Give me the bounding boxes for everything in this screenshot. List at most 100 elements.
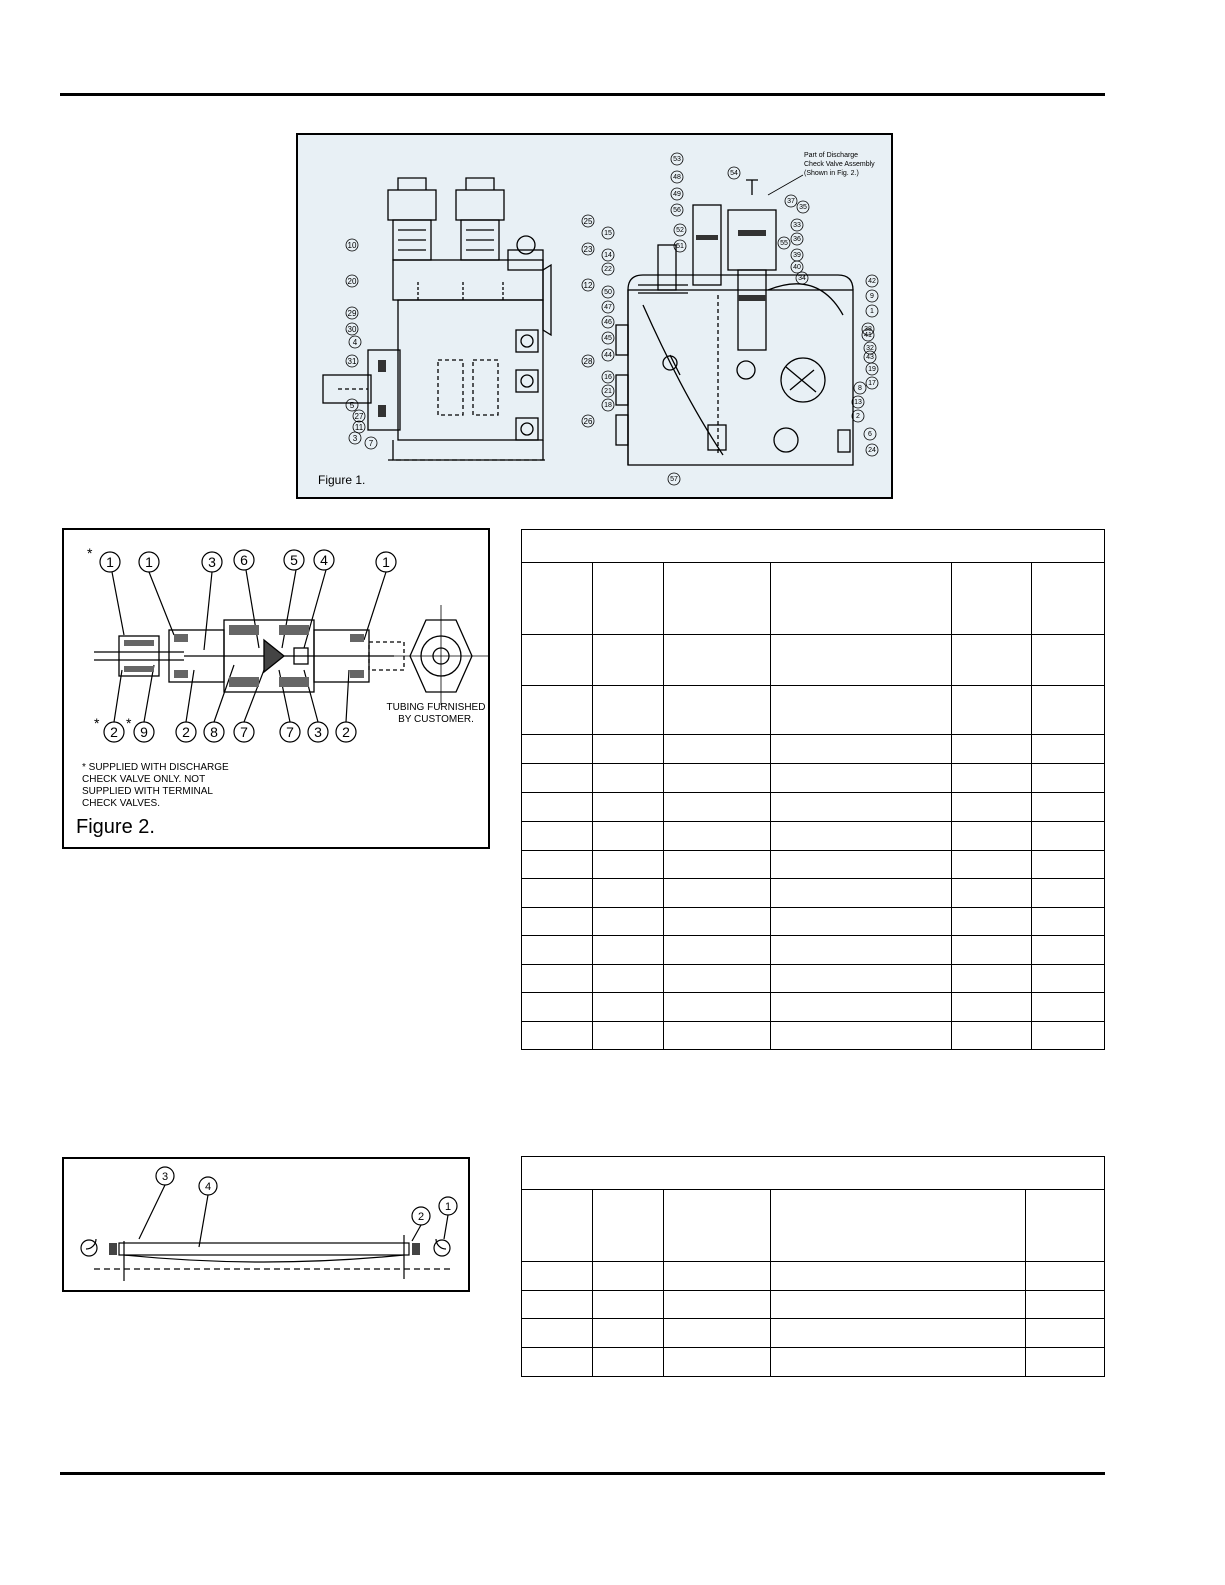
fig3-callout: 4 [205,1181,211,1193]
fig1-callout: 14 [604,252,612,259]
fig1-callout: 12 [584,281,593,290]
fig1-left-callouts: 10 20 29 30 4 31 5 27 11 3 7 25 23 12 28… [345,214,595,450]
fig2-callout: 9 [140,724,148,740]
figure-2-caption: Figure 2. [76,816,155,838]
tubing-note-line: BY CUSTOMER. [398,714,474,725]
fig1-callout: 32 [866,345,874,352]
table-2-header-row [521,1189,1106,1262]
table-row [521,763,1106,793]
table-row [521,850,1106,879]
fig1-callout: 53 [673,156,681,163]
table-row [521,821,1106,851]
table-row [521,634,1106,686]
fig1-callout: 30 [348,325,357,334]
fig1-callout: 52 [676,227,684,234]
table-row [521,1261,1106,1291]
fig1-callout: 34 [798,275,806,282]
fig2-footnote-line: * SUPPLIED WITH DISCHARGE [82,762,229,773]
figure-1-caption: Figure 1. [318,473,365,487]
fig1-callout: 24 [868,447,876,454]
table-row [521,964,1106,993]
parts-table-1 [520,529,1106,1050]
fig2-callout: 7 [240,724,248,740]
pump-drawing: 10 20 29 30 4 31 5 27 11 3 7 25 23 12 28… [318,152,879,487]
fig1-callout: 43 [866,354,874,361]
table-row [521,1318,1106,1348]
fig1-callout: 44 [604,352,612,359]
table-row [521,734,1106,764]
fig1-callout: 18 [604,402,612,409]
fig1-callout: 48 [673,174,681,181]
fig1-callout: 26 [584,417,593,426]
fig1-callout: 41 [864,332,872,339]
figure-1: 10 20 29 30 4 31 5 27 11 3 7 25 23 12 28… [296,133,893,499]
fig1-callout: 8 [858,385,862,392]
fig2-callout: 6 [240,552,248,568]
fig1-note-line: Check Valve Assembly [804,161,875,168]
table-row [521,1347,1106,1377]
fig1-callout: 45 [604,335,612,342]
fig2-footnote-line: CHECK VALVE ONLY. NOT [82,774,205,785]
fig1-callout: 17 [868,380,876,387]
fig1-note-line: (Shown in Fig. 2.) [804,170,859,177]
svg-text:*: * [94,715,100,731]
fig1-callout: 16 [604,374,612,381]
fig3-callout: 3 [162,1171,168,1183]
fig1-callout: 7 [369,439,374,448]
fig1-callout: 3 [353,434,358,443]
fig1-callout: 23 [584,245,593,254]
fig1-callout: 47 [604,304,612,311]
fig1-note: Part of Discharge Check Valve Assembly (… [767,152,875,196]
svg-text:*: * [126,715,132,731]
fig2-footnote-line: SUPPLIED WITH TERMINAL [82,786,213,797]
fig2-callout: 2 [110,724,118,740]
table-row [521,1290,1106,1319]
check-valve-drawing: 1 1 3 6 5 4 1 2 9 2 8 7 7 3 2 * * * [76,545,489,838]
table-1-header-row [521,562,1106,635]
fig1-callout: 50 [604,289,612,296]
fig2-callout: 1 [106,554,114,570]
fig2-callout: 4 [320,552,328,568]
fig1-callout: 27 [355,412,364,421]
footer-rule [60,1472,1105,1475]
fig1-callout: 51 [676,243,684,250]
fig2-callout: 3 [314,724,322,740]
fig1-callout: 22 [604,266,612,273]
table-row [521,935,1106,965]
fig1-callout: 33 [793,222,801,229]
fig2-callout: 2 [342,724,350,740]
fig1-callout: 9 [870,293,874,300]
fig1-callout: 46 [604,319,612,326]
fig1-callout: 37 [787,198,795,205]
header-rule [60,93,1105,96]
fig1-callout: 40 [793,264,801,271]
fig1-callout: 13 [854,399,862,406]
figure-2: 1 1 3 6 5 4 1 2 9 2 8 7 7 3 2 * * * [62,528,490,849]
fig2-callout: 2 [182,724,190,740]
table-row [521,1021,1106,1050]
fig1-callout: 28 [584,357,593,366]
fig2-footnote-line: CHECK VALVES. [82,798,160,809]
fig1-callout: 54 [730,170,738,177]
fig1-callout: 15 [604,230,612,237]
fig1-callout: 57 [670,476,678,483]
table-1-title-row [520,529,1106,563]
table-row [521,792,1106,822]
figure-3: 3 4 2 1 [62,1157,470,1292]
fig1-callout: 21 [604,388,612,395]
fig1-callout: 36 [793,236,801,243]
fig1-callout: 11 [355,423,364,432]
sight-gauge-drawing: 3 4 2 1 [80,1166,458,1281]
tubing-note-line: TUBING FURNISHED [387,702,486,713]
fig1-callout: 25 [584,217,593,226]
table-row [521,878,1106,908]
fig2-callout: 1 [145,554,153,570]
fig1-callout: 29 [348,309,357,318]
fig1-callout: 4 [353,338,358,347]
fig2-callout: 3 [208,554,216,570]
table-row [521,992,1106,1022]
fig2-callout: 1 [382,554,390,570]
fig1-right-callouts: 53 48 49 56 52 51 15 14 22 50 47 46 45 4… [601,152,879,486]
fig1-callout: 6 [868,431,872,438]
fig1-callout: 35 [799,204,807,211]
